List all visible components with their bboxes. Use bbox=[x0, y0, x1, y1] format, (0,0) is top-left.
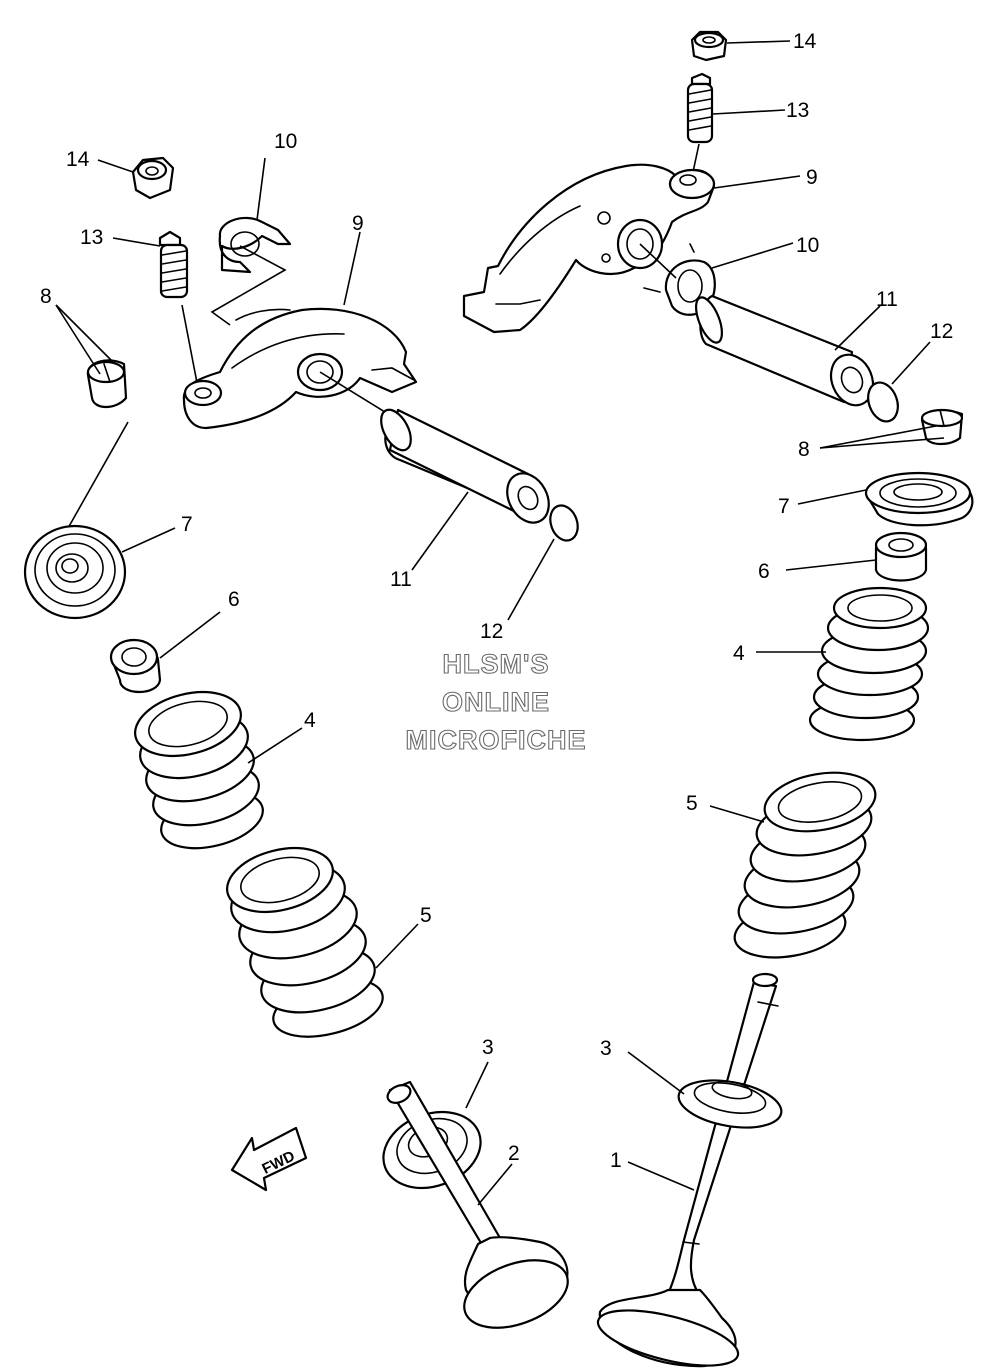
callout-14-left: 14 bbox=[66, 148, 90, 171]
part-spring-clip-left bbox=[218, 216, 292, 274]
callout-6-left: 6 bbox=[228, 588, 240, 611]
part-spring-retainer-right bbox=[864, 471, 974, 527]
callout-3-right: 3 bbox=[600, 1037, 612, 1060]
fwd-arrow-icon: FWD bbox=[230, 1126, 308, 1192]
watermark-line-3: MICROFICHE bbox=[406, 725, 587, 755]
part-outer-spring-left bbox=[226, 846, 384, 1038]
part-valve-cotter-left bbox=[86, 359, 128, 409]
callout-2: 2 bbox=[508, 1142, 520, 1165]
callout-6-right: 6 bbox=[758, 560, 770, 583]
part-rocker-shaft-right bbox=[694, 294, 875, 407]
callout-11-left: 11 bbox=[390, 568, 412, 591]
callout-13-right: 13 bbox=[786, 99, 809, 122]
part-spring-retainer-left bbox=[23, 524, 127, 620]
callout-11-right: 11 bbox=[876, 288, 898, 311]
callout-13-left: 13 bbox=[80, 226, 103, 249]
callout-7-right: 7 bbox=[778, 495, 790, 518]
callout-9-right: 9 bbox=[806, 166, 818, 189]
part-adjusting-screw-right bbox=[686, 72, 714, 144]
callout-4-left: 4 bbox=[304, 709, 316, 732]
part-nut-left bbox=[131, 156, 175, 200]
callout-4-right: 4 bbox=[733, 642, 745, 665]
callout-1: 1 bbox=[610, 1149, 622, 1172]
part-inner-spring-right bbox=[808, 586, 930, 742]
callout-8-right: 8 bbox=[798, 438, 810, 461]
callout-10-left: 10 bbox=[274, 130, 297, 153]
part-nut-right bbox=[690, 30, 728, 62]
watermark-line-1: HLSM'S bbox=[443, 649, 550, 679]
callout-7-left: 7 bbox=[181, 513, 193, 536]
callout-10-right: 10 bbox=[796, 234, 819, 257]
part-intake-valve bbox=[596, 972, 779, 1368]
part-exhaust-valve bbox=[386, 1080, 569, 1329]
part-rocker-arm-right bbox=[462, 163, 716, 334]
part-rocker-arm-left bbox=[182, 307, 418, 430]
watermark: HLSM'S ONLINE MICROFICHE bbox=[405, 648, 587, 755]
part-inner-spring-left bbox=[134, 690, 264, 850]
part-outer-spring-right bbox=[733, 771, 877, 959]
part-valve-stem-seal-left bbox=[109, 638, 162, 693]
callout-5-right: 5 bbox=[686, 792, 698, 815]
callout-3-left: 3 bbox=[482, 1036, 494, 1059]
part-o-ring-right bbox=[867, 381, 899, 423]
watermark-line-2: ONLINE bbox=[442, 687, 550, 717]
callout-5-left: 5 bbox=[420, 904, 432, 927]
part-spring-seat-right bbox=[677, 1079, 783, 1129]
part-adjusting-screw-left bbox=[158, 230, 189, 299]
part-rocker-shaft-left bbox=[319, 371, 550, 524]
part-valve-cotter-right bbox=[920, 408, 964, 446]
part-o-ring-left bbox=[549, 504, 579, 542]
part-valve-stem-seal-right bbox=[874, 531, 928, 582]
callout-12-left: 12 bbox=[480, 620, 503, 643]
callout-9-left: 9 bbox=[352, 212, 364, 235]
callout-14-right: 14 bbox=[793, 30, 817, 53]
callout-12-right: 12 bbox=[930, 320, 953, 343]
callout-8-left: 8 bbox=[40, 285, 52, 308]
